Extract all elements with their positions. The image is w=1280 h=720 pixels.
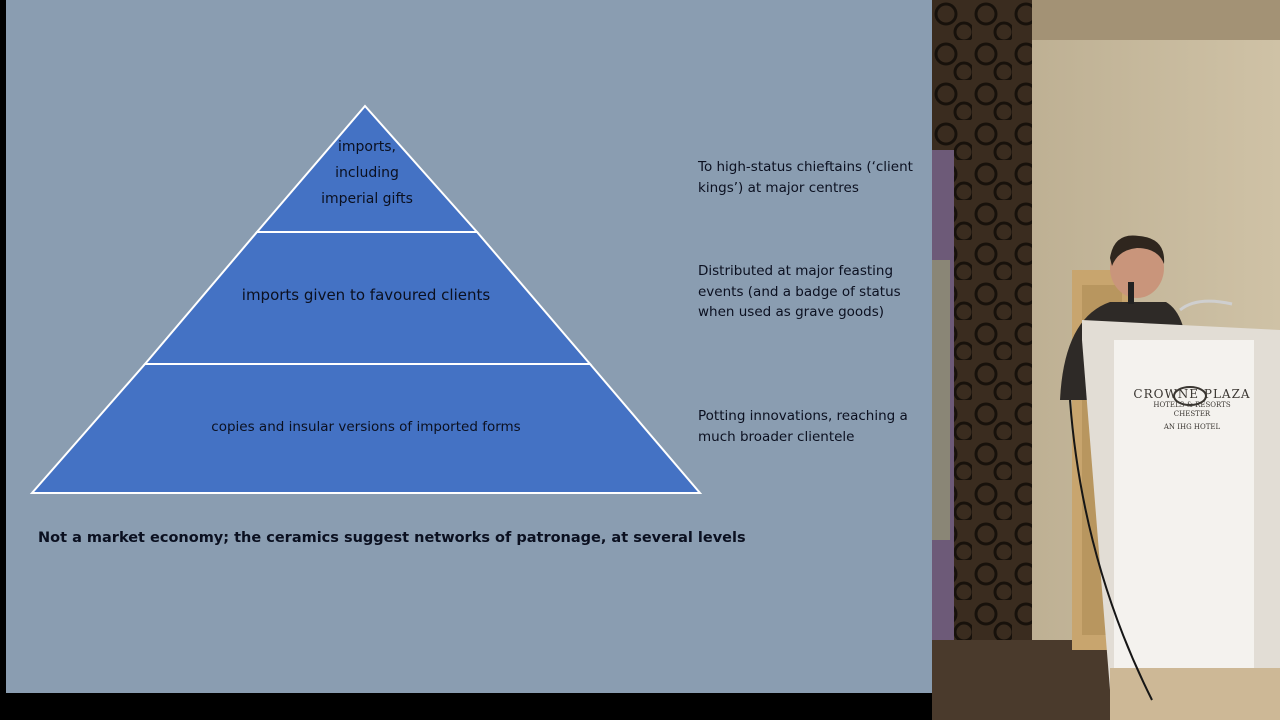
note-top: To high-status chieftains (‘client kings… — [698, 159, 913, 196]
presentation-slide: imports, including imperial gifts import… — [6, 0, 932, 693]
crowne-plaza-logo-icon — [1173, 386, 1207, 406]
pyramid-tier-top — [254, 104, 480, 233]
note-bottom: Potting innovations, reaching a much bro… — [698, 408, 908, 445]
slide-conclusion: Not a market economy; the ceramics sugge… — [38, 530, 746, 546]
podium-logo: CROWNE PLAZA HOTELS & RESORTS CHESTER AN… — [1132, 385, 1252, 431]
note-middle: Distributed at major feasting events (an… — [698, 263, 901, 320]
pyramid-middle-label: imports given to favoured clients — [241, 286, 491, 304]
pyramid-top-label: imports, including imperial gifts — [321, 139, 413, 207]
pyramid-diagram — [29, 104, 703, 494]
podium-tag: AN IHG HOTEL — [1163, 423, 1221, 431]
podium-brand: CROWNE PLAZA — [1133, 387, 1251, 401]
speaker-scene — [932, 0, 1280, 720]
podium-sub1: HOTELS & RESORTS — [1153, 401, 1231, 409]
pyramid-bottom-label: copies and insular versions of imported … — [211, 419, 521, 435]
speaker-video — [932, 0, 1280, 720]
podium-sub2: CHESTER — [1173, 410, 1211, 418]
